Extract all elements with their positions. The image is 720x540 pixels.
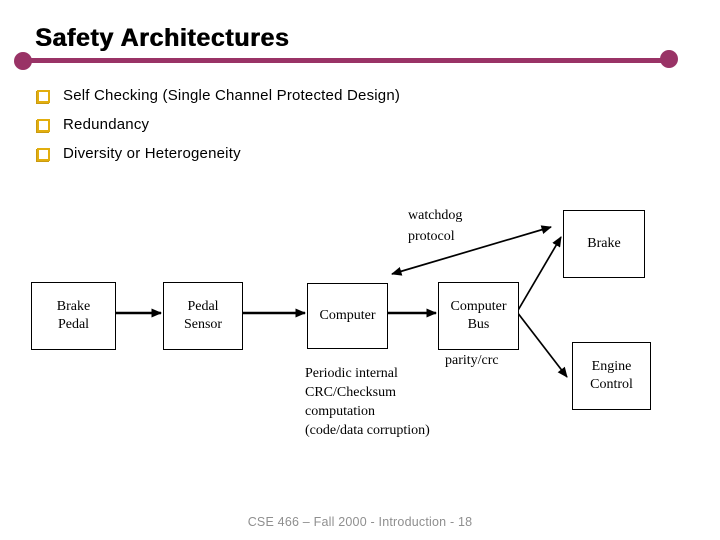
title-rule-left-dot bbox=[14, 52, 32, 70]
arrow-computer-bus-to-engine-control bbox=[516, 311, 568, 378]
bullet-list: Self Checking (Single Channel Protected … bbox=[37, 87, 400, 174]
label-periodic-crc-checksum: Periodic internal CRC/Checksum computati… bbox=[305, 366, 430, 438]
checkbox-bullet-icon bbox=[37, 148, 50, 161]
bullet-label: Diversity or Heterogeneity bbox=[63, 145, 241, 162]
checkbox-bullet-icon bbox=[37, 90, 50, 103]
list-item: Self Checking (Single Channel Protected … bbox=[37, 87, 400, 116]
diagram-box-brake-pedal: Brake Pedal bbox=[31, 282, 116, 350]
label-watchdog-protocol: watchdog protocol bbox=[408, 208, 463, 244]
bullet-label: Redundancy bbox=[63, 116, 150, 133]
checkbox-bullet-icon bbox=[37, 119, 50, 132]
diagram-box-brake: Brake bbox=[563, 210, 645, 278]
page-title: Safety Architectures bbox=[35, 24, 290, 52]
diagram-box-engine-control: Engine Control bbox=[572, 342, 651, 410]
title-rule bbox=[21, 58, 669, 63]
arrow-computer-bus-to-brake bbox=[516, 236, 562, 313]
list-item: Redundancy bbox=[37, 116, 400, 145]
bullet-label: Self Checking (Single Channel Protected … bbox=[63, 87, 401, 104]
slide-footer: CSE 466 – Fall 2000 - Introduction - 18 bbox=[247, 515, 473, 529]
diagram-box-pedal-sensor: Pedal Sensor bbox=[163, 282, 243, 350]
diagram-box-computer-bus: Computer Bus bbox=[438, 282, 519, 350]
list-item: Diversity or Heterogeneity bbox=[37, 145, 400, 174]
diagram-box-computer: Computer bbox=[307, 283, 388, 349]
label-parity-crc: parity/crc bbox=[445, 353, 499, 368]
title-rule-right-dot bbox=[660, 50, 678, 68]
